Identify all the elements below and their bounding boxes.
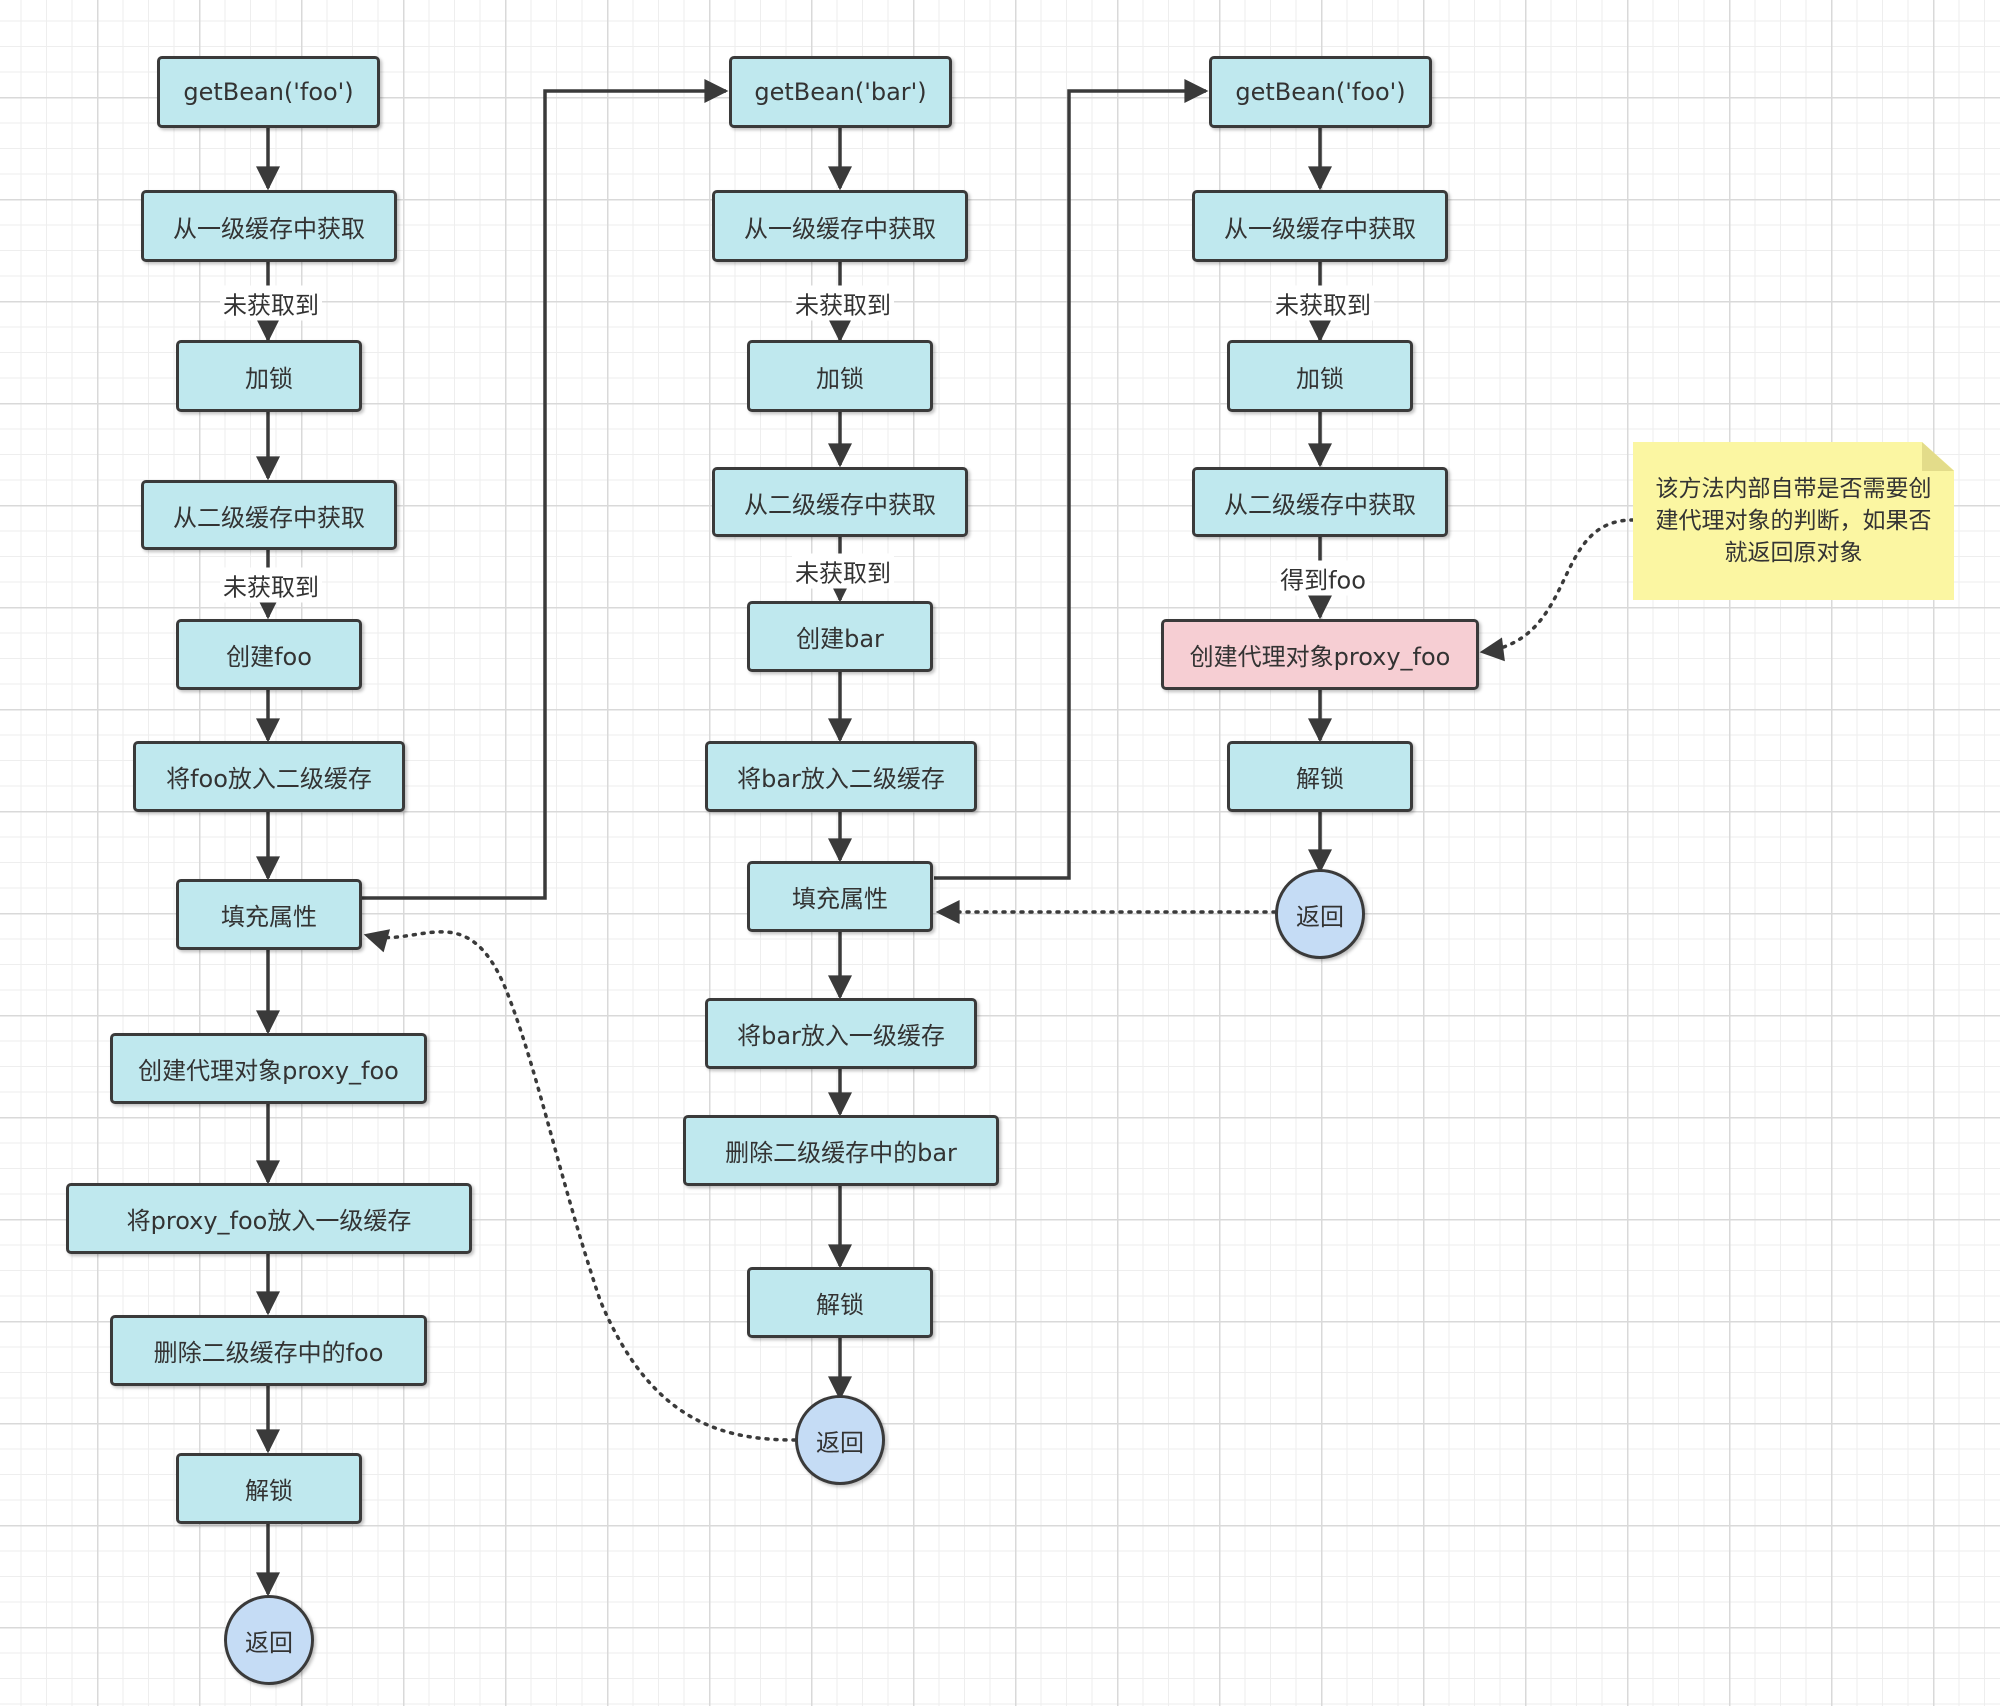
node-c2-put-bar-level1[interactable]: 将bar放入一级缓存 xyxy=(705,998,977,1069)
node-c2-create-bar[interactable]: 创建bar xyxy=(747,601,933,672)
node-c3-unlock[interactable]: 解锁 xyxy=(1227,741,1413,812)
node-c3-get-level1[interactable]: 从一级缓存中获取 xyxy=(1192,190,1448,262)
edge-fill-to-getbean-foo xyxy=(934,79,1209,880)
node-c2-put-bar-level2[interactable]: 将bar放入二级缓存 xyxy=(705,741,977,812)
edge-label-c3-got-foo: 得到foo xyxy=(1277,560,1369,596)
edge-label-c2-not-found-1: 未获取到 xyxy=(792,285,894,321)
node-c3-get-level2[interactable]: 从二级缓存中获取 xyxy=(1192,467,1448,537)
node-c2-get-level1[interactable]: 从一级缓存中获取 xyxy=(712,190,968,262)
node-c3-create-proxy-foo[interactable]: 创建代理对象proxy_foo xyxy=(1161,619,1479,690)
node-c1-unlock[interactable]: 解锁 xyxy=(176,1453,362,1524)
node-c1-getbean-foo[interactable]: getBean('foo') xyxy=(157,56,380,128)
node-c1-return[interactable]: 返回 xyxy=(224,1595,314,1685)
node-c2-unlock[interactable]: 解锁 xyxy=(747,1267,933,1338)
node-c1-put-proxy-level1[interactable]: 将proxy_foo放入一级缓存 xyxy=(66,1183,472,1254)
node-c2-fill-props[interactable]: 填充属性 xyxy=(747,861,933,932)
node-c1-create-proxy-foo[interactable]: 创建代理对象proxy_foo xyxy=(110,1033,427,1104)
edge-label-c2-not-found-2: 未获取到 xyxy=(792,553,894,589)
node-c1-put-foo-level2[interactable]: 将foo放入二级缓存 xyxy=(133,741,405,812)
node-c2-return[interactable]: 返回 xyxy=(795,1395,885,1485)
node-c2-getbean-bar[interactable]: getBean('bar') xyxy=(729,56,952,128)
sticky-note-text: 该方法内部自带是否需要创建代理对象的判断，如果否就返回原对象 xyxy=(1655,476,1932,566)
node-c3-lock[interactable]: 加锁 xyxy=(1227,340,1413,412)
node-c1-get-level1[interactable]: 从一级缓存中获取 xyxy=(141,190,397,262)
node-c1-get-level2[interactable]: 从二级缓存中获取 xyxy=(141,480,397,550)
node-c3-return[interactable]: 返回 xyxy=(1275,869,1365,959)
node-c1-fill-props[interactable]: 填充属性 xyxy=(176,879,362,950)
node-c3-getbean-foo[interactable]: getBean('foo') xyxy=(1209,56,1432,128)
node-c1-create-foo[interactable]: 创建foo xyxy=(176,619,362,690)
sticky-note[interactable]: 该方法内部自带是否需要创建代理对象的判断，如果否就返回原对象 xyxy=(1633,442,1954,600)
edge-label-c3-not-found: 未获取到 xyxy=(1272,285,1374,321)
node-c1-lock[interactable]: 加锁 xyxy=(176,340,362,412)
node-c1-delete-foo-level2[interactable]: 删除二级缓存中的foo xyxy=(110,1315,427,1386)
node-c2-delete-bar-level2[interactable]: 删除二级缓存中的bar xyxy=(683,1115,999,1186)
node-c2-get-level2[interactable]: 从二级缓存中获取 xyxy=(712,467,968,537)
edge-return-to-fill-foo xyxy=(363,929,797,1442)
node-c2-lock[interactable]: 加锁 xyxy=(747,340,933,412)
edge-label-c1-not-found-2: 未获取到 xyxy=(220,567,322,603)
edge-note-to-proxy xyxy=(1479,518,1635,662)
edge-label-c1-not-found-1: 未获取到 xyxy=(220,285,322,321)
edge-fill-to-getbean-bar xyxy=(362,79,729,900)
